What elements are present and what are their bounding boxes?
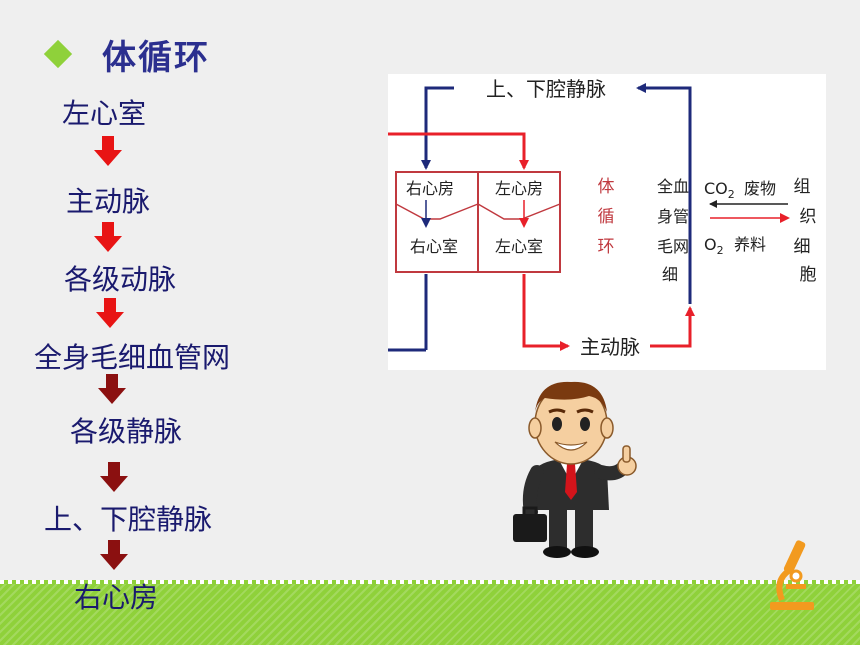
circulation-char: 体: [598, 177, 615, 197]
aorta-path: [522, 274, 570, 351]
left-ventricle-label: 左心室: [495, 237, 543, 256]
capillary-label-line: 身管: [657, 207, 689, 226]
down-arrow-icon: [98, 374, 126, 404]
businessman-thumbs-up-icon: [513, 381, 637, 558]
vein-return-path: [636, 83, 692, 304]
left-atrium-label: 左心房: [495, 179, 543, 198]
capillary-label-line: 细: [662, 265, 678, 284]
slide-title: 体循环: [102, 37, 210, 78]
pulmonary-artery-path: [388, 132, 529, 170]
flow-step-vena-cava: 上、下腔静脉: [43, 503, 213, 536]
flow-step-veins: 各级静脉: [69, 415, 183, 448]
circulation-diagram: 右心房 左心房 右心室 左心室 上、下腔静脉 主动脉 体 循 环 全血 身管 毛…: [388, 74, 826, 370]
vena-cava-label: 上、下腔静脉: [486, 77, 606, 101]
right-valve: [395, 203, 479, 220]
capillary-label-line: 全血: [657, 177, 689, 196]
flow-step-aorta: 主动脉: [65, 185, 151, 218]
microscope-icon: [770, 540, 814, 610]
left-valve: [477, 203, 561, 220]
aorta-label: 主动脉: [580, 335, 640, 359]
nutrients-label: 养料: [734, 235, 766, 254]
circulation-char: 环: [598, 237, 615, 257]
down-arrow-icon: [96, 298, 124, 328]
down-arrow-icon: [94, 222, 122, 252]
co2-label: CO2: [704, 179, 735, 201]
down-arrow-icon: [100, 540, 128, 570]
capillary-label-line: 毛网: [657, 237, 689, 256]
footer-band: [0, 580, 860, 645]
down-arrow-icon: [100, 462, 128, 492]
flow-step-left-ventricle: 左心室: [61, 97, 147, 130]
right-ventricle-label: 右心室: [410, 237, 458, 256]
title-row: 体循环: [43, 32, 210, 78]
o2-label: O2: [704, 235, 724, 257]
waste-label: 废物: [744, 179, 776, 198]
circulation-diagram-svg: 右心房 左心房 右心室 左心室 上、下腔静脉 主动脉 体 循 环 全血 身管 毛…: [388, 77, 817, 359]
tissue-char: 胞: [800, 265, 817, 285]
aorta-to-capillary-path: [650, 306, 695, 348]
flow-step-right-atrium: 右心房: [73, 581, 159, 614]
tissue-char: 组: [794, 177, 811, 197]
flow-step-arteries: 各级动脉: [63, 263, 177, 296]
tissue-char: 织: [800, 207, 817, 227]
diamond-bullet-icon: [43, 39, 73, 69]
footer-band-border: [0, 580, 860, 584]
right-atrium-label: 右心房: [406, 179, 454, 198]
circulation-char: 循: [598, 207, 615, 227]
vena-cava-to-atrium-path: [421, 86, 454, 170]
tissue-char: 细: [794, 237, 811, 257]
down-arrow-icon: [94, 136, 122, 166]
flow-step-capillaries: 全身毛细血管网: [33, 341, 231, 374]
